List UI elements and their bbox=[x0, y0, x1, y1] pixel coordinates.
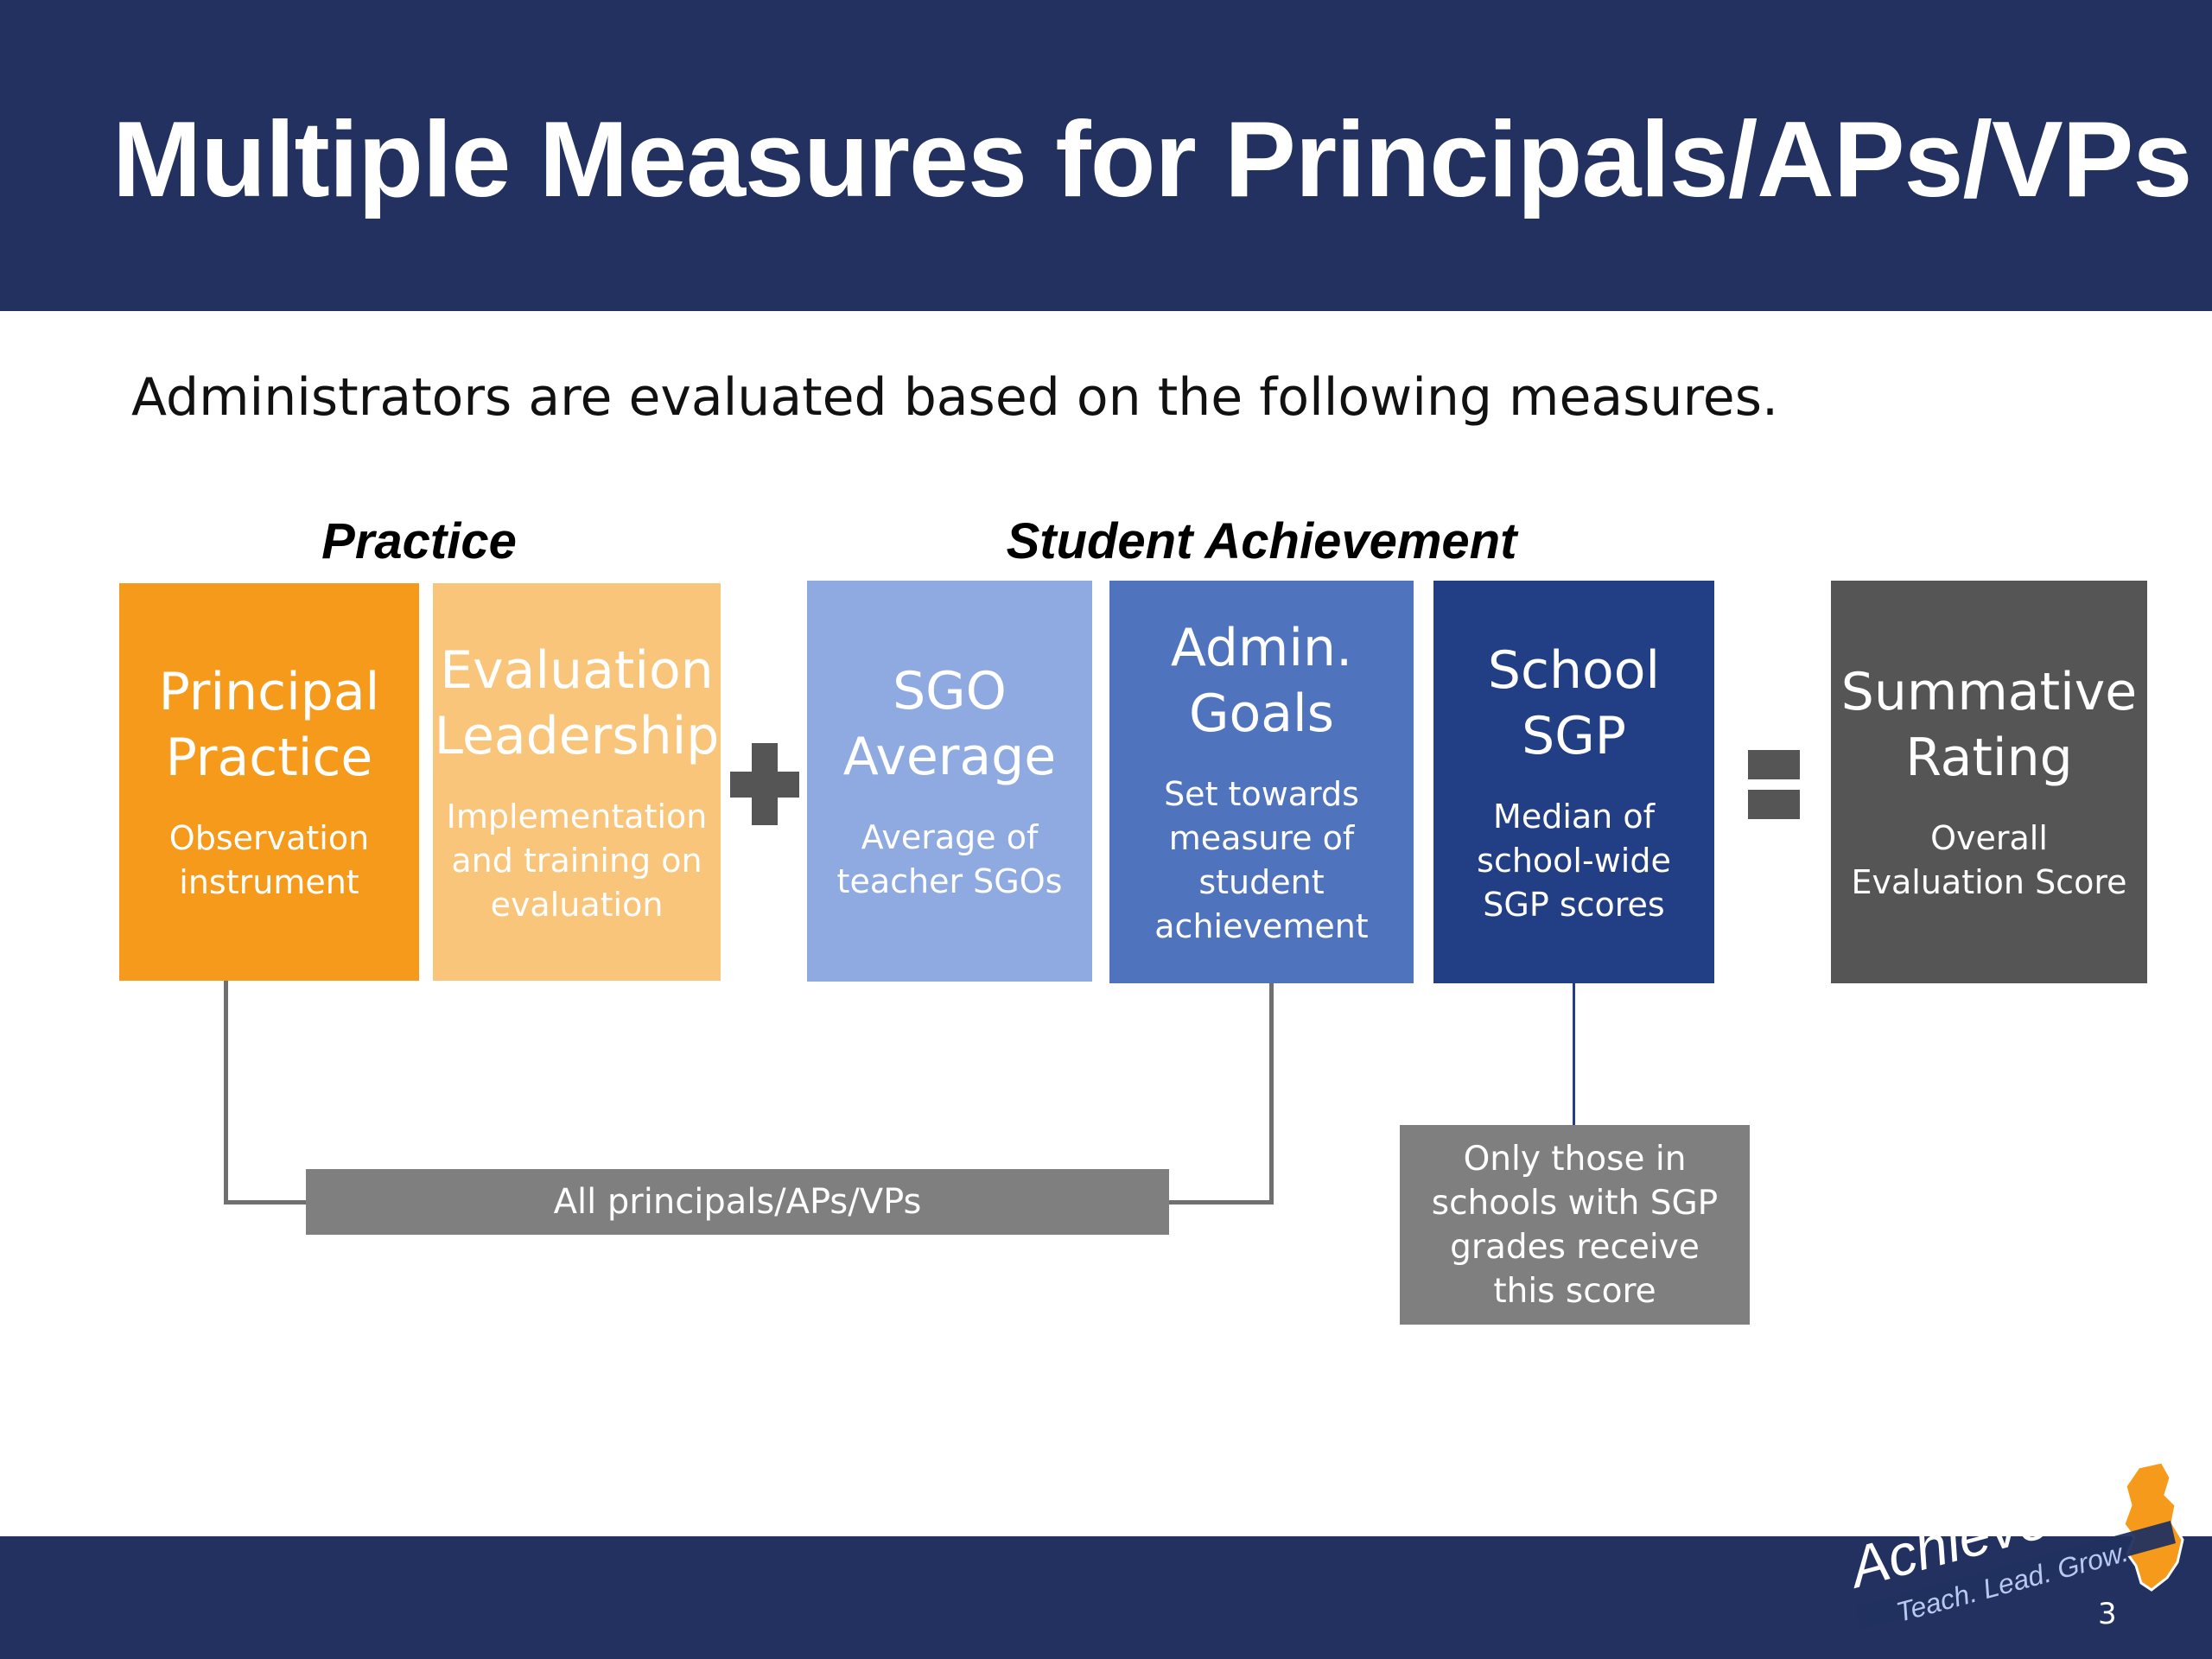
connector-practice-down bbox=[224, 981, 228, 1205]
plus-sign-horizontal bbox=[730, 772, 799, 798]
box-description: Median of school-wide SGP scores bbox=[1477, 797, 1671, 924]
box-title: Principal Practice bbox=[158, 662, 380, 788]
box-summative-rating: Summative Rating Overall Evaluation Scor… bbox=[1831, 581, 2147, 983]
box-sgo-average: SGO Average Average of teacher SGOs bbox=[807, 581, 1092, 982]
box-title: Admin. Goals bbox=[1170, 618, 1353, 744]
footer-banner bbox=[0, 1536, 2212, 1659]
box-title: Evaluation Leadership bbox=[434, 639, 720, 766]
achievenj-logo: AchieveNJ Teach. Lead. Grow. bbox=[1843, 1460, 2195, 1642]
box-principal-practice: Principal Practice Observation instrumen… bbox=[119, 583, 419, 981]
page-number: 3 bbox=[2098, 1597, 2117, 1631]
slide-title: Multiple Measures for Principals/APs/VPs bbox=[112, 100, 2192, 219]
nj-state-shape-icon bbox=[1856, 1460, 2184, 1630]
box-title: School SGP bbox=[1487, 639, 1661, 766]
group-label-practice: Practice bbox=[321, 513, 517, 569]
note-sgp-only: Only those in schools with SGP grades re… bbox=[1400, 1125, 1750, 1325]
note-all-principals: All principals/APs/VPs bbox=[306, 1169, 1169, 1235]
connector-practice-across bbox=[224, 1200, 307, 1205]
box-description: Implementation and training on evaluatio… bbox=[446, 797, 708, 924]
equals-sign-bottom bbox=[1748, 790, 1800, 819]
connector-goals-down bbox=[1269, 983, 1274, 1205]
box-title: Summative Rating bbox=[1840, 662, 2138, 788]
box-description: Overall Evaluation Score bbox=[1851, 819, 2127, 901]
box-school-sgp: School SGP Median of school-wide SGP sco… bbox=[1433, 581, 1714, 983]
box-admin-goals: Admin. Goals Set towards measure of stud… bbox=[1109, 581, 1414, 983]
group-label-student-achievement: Student Achievement bbox=[1006, 513, 1517, 569]
slide-subtitle: Administrators are evaluated based on th… bbox=[131, 367, 1779, 428]
connector-sgp-down bbox=[1573, 983, 1575, 1125]
connector-goals-across bbox=[1168, 1200, 1274, 1205]
title-banner bbox=[0, 0, 2212, 311]
box-description: Average of teacher SGOs bbox=[836, 818, 1063, 900]
box-description: Set towards measure of student achieveme… bbox=[1154, 775, 1369, 945]
box-evaluation-leadership: Evaluation Leadership Implementation and… bbox=[433, 583, 721, 981]
box-title: SGO Average bbox=[842, 661, 1057, 787]
box-description: Observation instrument bbox=[168, 819, 370, 901]
equals-sign-top bbox=[1748, 750, 1800, 779]
